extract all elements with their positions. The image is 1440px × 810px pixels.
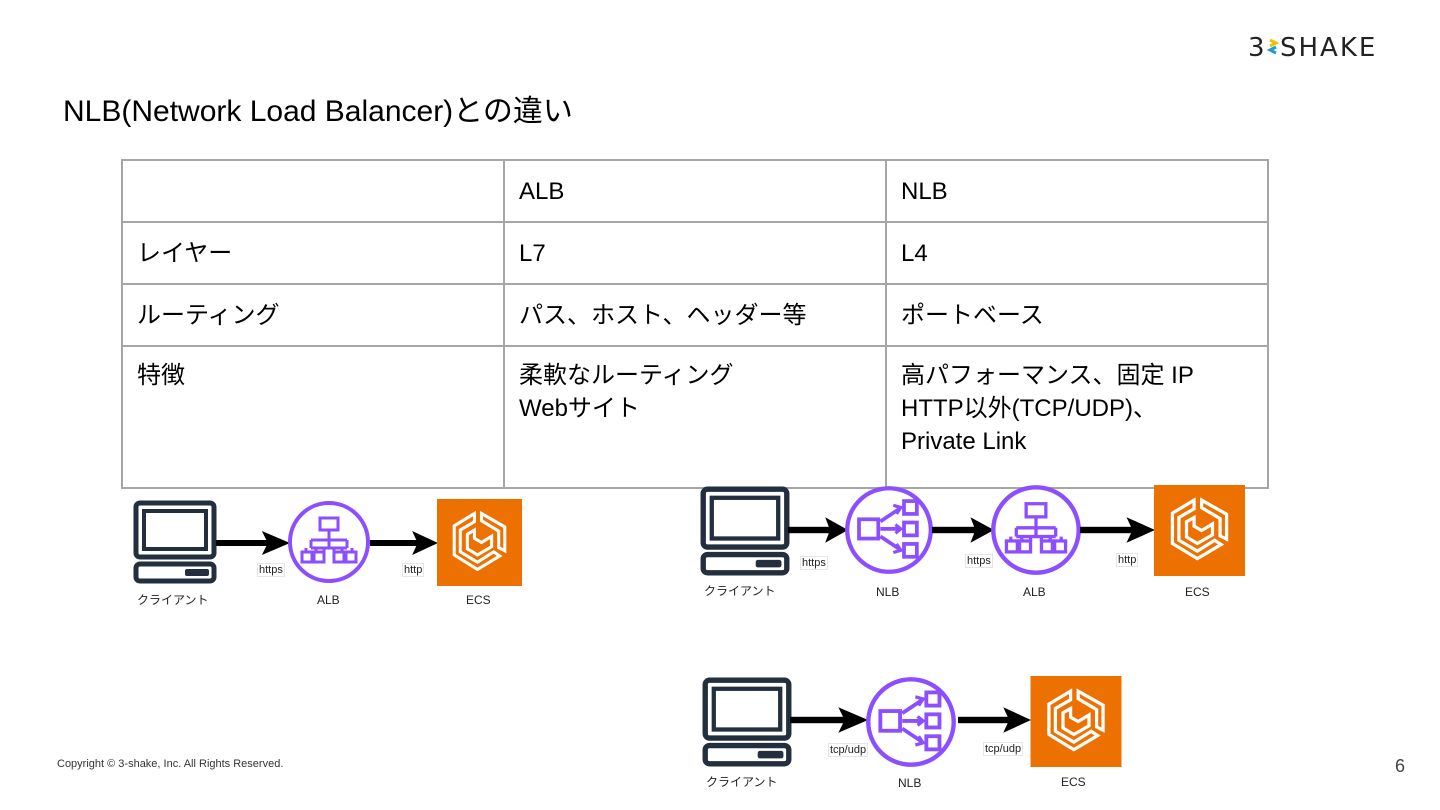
edge-label: https [965, 554, 993, 568]
nlb-value: 高パフォーマンス、固定 IP HTTP以外(TCP/UDP)、 Private … [885, 345, 1269, 489]
alb-label: ALB [1023, 585, 1046, 599]
nlb-icon [844, 484, 934, 576]
header-cell-nlb: NLB [885, 159, 1269, 223]
arrow-icon [958, 704, 1031, 736]
ecs-label: ECS [1185, 585, 1210, 599]
arrow-icon [932, 514, 994, 546]
header-cell-alb: ALB [503, 159, 887, 223]
ecs-icon [1154, 485, 1245, 576]
header-cell [121, 159, 505, 223]
alb-value: L7 [503, 221, 887, 285]
row-label: レイヤー [121, 221, 505, 285]
nlb-icon [865, 676, 957, 768]
client-label: クライアント [137, 593, 209, 607]
page-number: 6 [1395, 756, 1406, 776]
arrow-icon [370, 528, 438, 558]
nlb-feature-line: HTTP以外(TCP/UDP)、 [901, 395, 1157, 422]
copyright-text: Copyright © 3-shake, Inc. All Rights Res… [57, 758, 284, 770]
edge-label: http [402, 563, 425, 577]
client-computer-icon [132, 500, 218, 584]
nlb-feature-line: Private Link [901, 428, 1027, 455]
edge-label: https [257, 563, 285, 577]
row-label: ルーティング [121, 283, 505, 347]
alb-value: 柔軟なルーティング Webサイト [503, 345, 887, 489]
logo-text-left: 3 [1248, 33, 1265, 63]
table-row: レイヤー L7 L4 [121, 221, 1269, 285]
edge-label: tcp/udp [983, 742, 1024, 756]
edge-label: https [800, 556, 828, 570]
table-header-row: ALB NLB [121, 159, 1269, 223]
arrow-icon [790, 704, 868, 736]
client-computer-icon [702, 677, 792, 767]
alb-feature-line: Webサイト [519, 395, 640, 422]
alb-label: ALB [317, 593, 340, 607]
nlb-label: NLB [898, 776, 922, 790]
nlb-value: L4 [885, 221, 1269, 285]
arrow-icon [216, 528, 290, 558]
edge-label: http [1116, 553, 1139, 567]
nlb-label: NLB [876, 585, 900, 599]
alb-icon [287, 500, 371, 584]
ecs-label: ECS [466, 593, 491, 607]
ecs-icon [437, 499, 522, 586]
arrow-icon [788, 514, 848, 546]
client-label: クライアント [706, 775, 778, 789]
logo-mark-icon [1266, 38, 1280, 55]
ecs-label: ECS [1061, 775, 1086, 789]
page-title: NLB(Network Load Balancer)との違い [63, 95, 573, 128]
logo-text-right: SHAKE [1280, 33, 1377, 63]
alb-feature-line: 柔軟なルーティング [519, 362, 734, 389]
alb-icon [990, 484, 1082, 576]
client-computer-icon [700, 486, 790, 576]
client-label: クライアント [704, 584, 776, 598]
company-logo: 3 SHAKE [1248, 28, 1388, 64]
ecs-icon [1030, 676, 1122, 767]
nlb-value: ポートベース [885, 283, 1269, 347]
alb-value: パス、ホスト、ヘッダー等 [503, 283, 887, 347]
table-row: 特徴 柔軟なルーティング Webサイト 高パフォーマンス、固定 IP HTTP以… [121, 345, 1269, 489]
table-row: ルーティング パス、ホスト、ヘッダー等 ポートベース [121, 283, 1269, 347]
edge-label: tcp/udp [828, 743, 869, 757]
row-label: 特徴 [121, 345, 505, 489]
arrow-icon [1080, 514, 1155, 546]
nlb-feature-line: 高パフォーマンス、固定 IP [901, 362, 1194, 389]
comparison-table: ALB NLB レイヤー L7 L4 ルーティング パス、ホスト、ヘッダー等 ポ… [121, 159, 1269, 489]
